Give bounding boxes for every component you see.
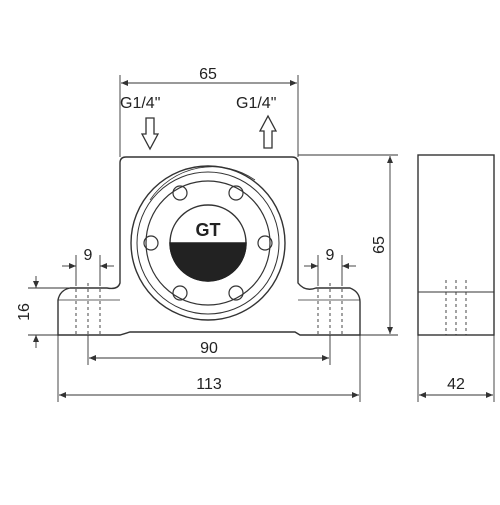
bolt-holes — [143, 185, 273, 301]
bolt-hole — [172, 285, 188, 301]
bolt-hole — [228, 285, 244, 301]
dim-top-width: 65 — [199, 66, 217, 83]
dim-body-height: 65 — [371, 236, 388, 254]
dimension-lines — [28, 75, 398, 402]
front-view — [57, 156, 361, 336]
logo-text: GT — [196, 220, 221, 240]
side-hidden-holes — [445, 280, 467, 335]
dim-left-hole: 9 — [84, 247, 93, 264]
inlet-arrow-icon — [140, 117, 160, 151]
bolt-hole — [143, 235, 159, 251]
outlet-port-label: G1/4" — [236, 95, 276, 112]
side-body — [417, 154, 495, 336]
dim-base-height: 16 — [16, 303, 33, 321]
bolt-hole — [228, 185, 244, 201]
right-mount-hole — [317, 283, 343, 335]
logo-dark-half — [169, 242, 247, 282]
dim-right-hole: 9 — [326, 247, 335, 264]
dim-side-depth: 42 — [447, 376, 465, 393]
dim-overall-width: 113 — [196, 376, 222, 393]
port-arrows — [140, 114, 278, 151]
ring-highlight — [149, 166, 256, 201]
dim-hole-spacing: 90 — [200, 340, 218, 357]
bolt-ring — [145, 180, 271, 306]
bolt-hole — [172, 185, 188, 201]
bolt-hole — [257, 235, 273, 251]
outlet-arrow-icon — [258, 114, 278, 149]
outer-ring-inner — [136, 171, 280, 315]
left-mount-hole — [75, 283, 101, 335]
housing-outline — [57, 156, 361, 336]
outer-ring — [130, 165, 286, 321]
inlet-port-label: G1/4" — [120, 95, 160, 112]
side-dimension-lines — [417, 335, 495, 402]
side-view — [417, 154, 495, 336]
